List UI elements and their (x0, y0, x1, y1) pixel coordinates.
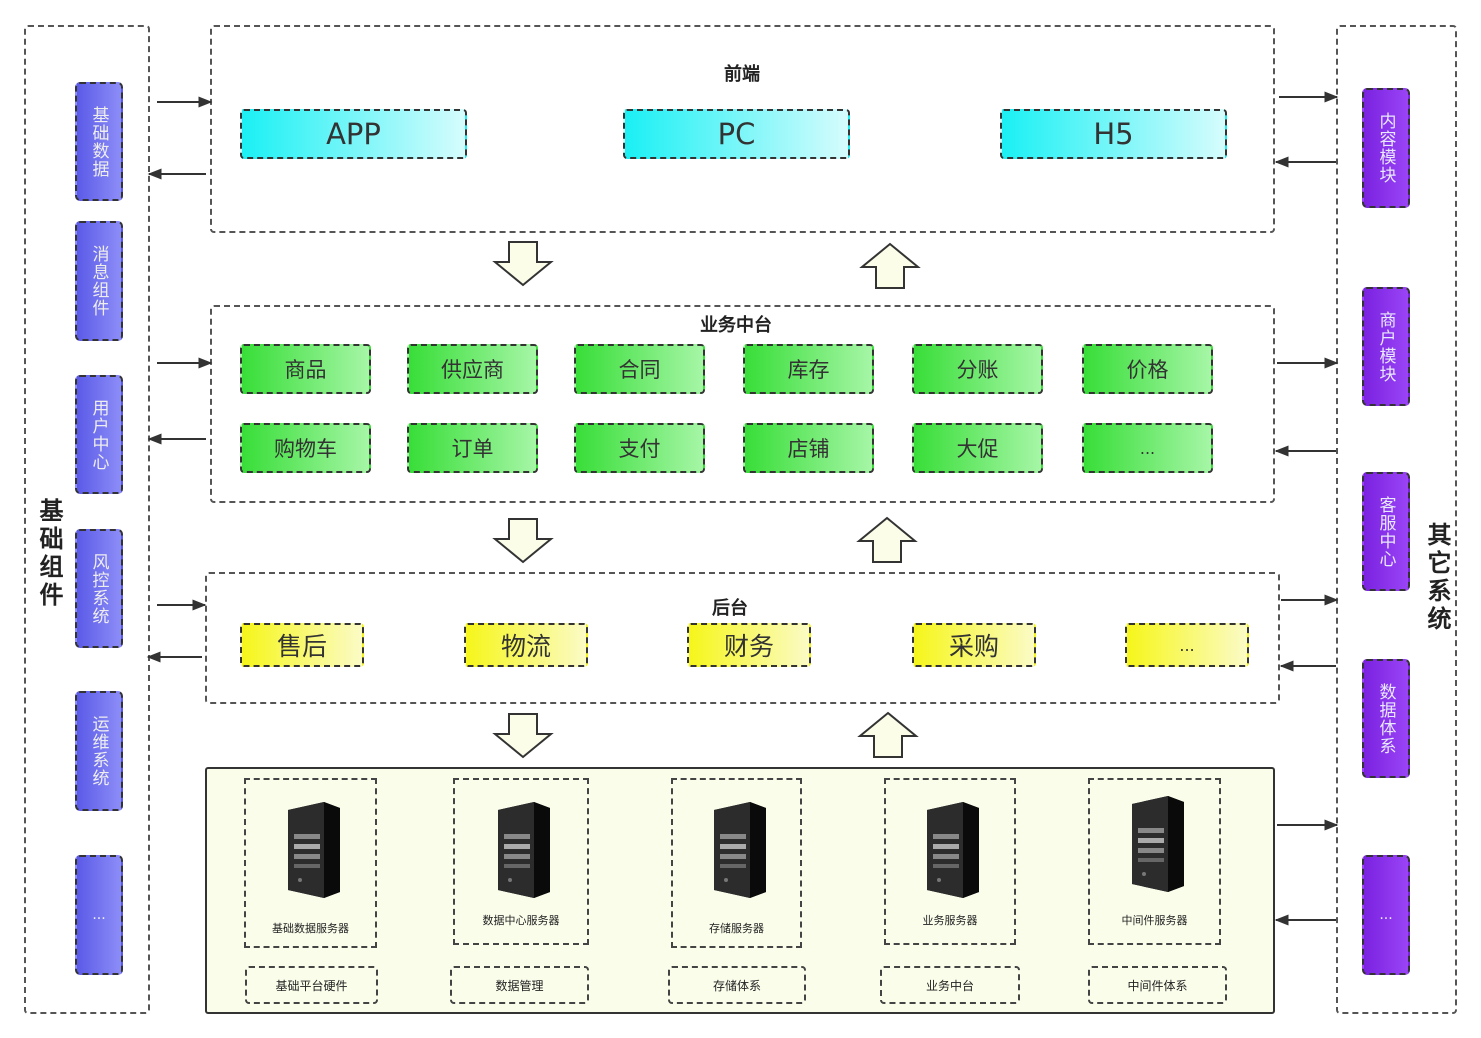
business-item[interactable]: 大促 (912, 423, 1043, 473)
server-box[interactable]: 数据中心服务器 (453, 778, 589, 945)
business-item-label: 大促 (956, 437, 999, 461)
backend-item-label: 采购 (948, 632, 999, 661)
business-item[interactable]: 支付 (574, 423, 705, 473)
left-item-message[interactable]: 消息组件 (75, 221, 123, 341)
frontend-section (210, 25, 1275, 233)
infra-layer-label: 中间件体系 (1127, 978, 1188, 993)
right-item-label: 商户模块 (1375, 310, 1396, 383)
frontend-h5-label: H5 (1093, 117, 1134, 151)
up-arrow-icon (859, 242, 921, 289)
server-label: 数据中心服务器 (482, 914, 560, 927)
left-item-risk-control[interactable]: 风控系统 (75, 529, 123, 648)
down-arrow-icon (492, 713, 554, 759)
frontend-app-label: APP (326, 117, 381, 151)
business-item[interactable]: 库存 (743, 344, 874, 394)
server-label: 中间件服务器 (1121, 914, 1188, 927)
business-item-label: 供应商 (441, 358, 504, 382)
business-item-label: 订单 (451, 437, 494, 461)
right-item-label: ... (1379, 907, 1393, 923)
business-item-label: 商品 (284, 358, 327, 382)
infra-layer-box[interactable]: 基础平台硬件 (245, 966, 378, 1004)
backend-item[interactable]: 物流 (464, 623, 588, 667)
down-arrow-icon (492, 241, 554, 287)
backend-item-label: 财务 (723, 632, 774, 661)
server-label: 业务服务器 (922, 914, 978, 927)
business-item-label: 价格 (1126, 358, 1169, 382)
left-item-label: 用户中心 (88, 398, 109, 471)
right-panel-title: 其它系统 (1423, 522, 1451, 634)
left-item-label: 基础数据 (88, 105, 109, 178)
right-item-customer-service[interactable]: 客服中心 (1362, 472, 1410, 591)
backend-item-label: ... (1179, 635, 1195, 655)
right-item-label: 数据体系 (1375, 682, 1396, 755)
backend-item[interactable]: 财务 (687, 623, 811, 667)
business-item[interactable]: ... (1082, 423, 1213, 473)
server-label: 基础数据服务器 (272, 922, 349, 935)
left-item-base-data[interactable]: 基础数据 (75, 82, 123, 201)
right-item-data-system[interactable]: 数据体系 (1362, 659, 1410, 778)
server-box[interactable]: 基础数据服务器 (244, 778, 377, 948)
left-item-label: 风控系统 (88, 552, 109, 625)
backend-item-label: 物流 (500, 632, 551, 661)
frontend-pc[interactable]: PC (623, 109, 850, 159)
left-panel-title: 基础组件 (35, 498, 63, 610)
left-item-user-center[interactable]: 用户中心 (75, 375, 123, 494)
backend-title: 后台 (712, 598, 748, 619)
infra-layer-box[interactable]: 业务中台 (880, 966, 1020, 1004)
left-item-label: ... (92, 907, 106, 923)
server-box[interactable]: 存储服务器 (671, 778, 802, 948)
business-item[interactable]: 订单 (407, 423, 538, 473)
infra-layer-box[interactable]: 存储体系 (668, 966, 806, 1004)
infra-layer-box[interactable]: 中间件体系 (1088, 966, 1227, 1004)
business-item[interactable]: 购物车 (240, 423, 371, 473)
server-box[interactable]: 业务服务器 (884, 778, 1016, 945)
right-item-content[interactable]: 内容模块 (1362, 88, 1410, 208)
business-item-label: 购物车 (274, 437, 337, 461)
business-item[interactable]: 价格 (1082, 344, 1213, 394)
frontend-title: 前端 (724, 64, 760, 85)
right-item-more[interactable]: ... (1362, 855, 1410, 975)
infra-layer-box[interactable]: 数据管理 (450, 966, 589, 1004)
business-item[interactable]: 商品 (240, 344, 371, 394)
business-section (210, 305, 1275, 503)
infra-layer-label: 基础平台硬件 (275, 978, 348, 993)
business-item-label: ... (1139, 438, 1156, 458)
server-box[interactable]: 中间件服务器 (1088, 778, 1221, 945)
left-item-ops[interactable]: 运维系统 (75, 691, 123, 811)
frontend-app[interactable]: APP (240, 109, 467, 159)
right-item-label: 内容模块 (1375, 112, 1396, 184)
business-item[interactable]: 分账 (912, 344, 1043, 394)
business-item-label: 店铺 (787, 437, 830, 461)
up-arrow-icon (856, 516, 918, 563)
business-item[interactable]: 供应商 (407, 344, 538, 394)
left-item-label: 消息组件 (88, 245, 109, 317)
right-panel (1336, 25, 1457, 1014)
backend-item[interactable]: ... (1125, 623, 1249, 667)
right-item-merchant[interactable]: 商户模块 (1362, 287, 1410, 406)
right-item-label: 客服中心 (1375, 495, 1396, 568)
business-item-label: 合同 (618, 358, 661, 382)
frontend-h5[interactable]: H5 (1000, 109, 1227, 159)
business-item[interactable]: 店铺 (743, 423, 874, 473)
backend-item[interactable]: 售后 (240, 623, 364, 667)
backend-section (205, 572, 1280, 704)
frontend-pc-label: PC (717, 117, 756, 151)
business-item[interactable]: 合同 (574, 344, 705, 394)
backend-item[interactable]: 采购 (912, 623, 1036, 667)
infra-layer-label: 业务中台 (925, 978, 974, 993)
business-item-label: 支付 (618, 437, 661, 461)
left-panel (24, 25, 150, 1014)
infra-layer-label: 数据管理 (495, 978, 544, 993)
up-arrow-icon (857, 711, 919, 758)
business-item-label: 分账 (956, 358, 999, 382)
backend-item-label: 售后 (276, 632, 327, 661)
left-item-more[interactable]: ... (75, 855, 123, 975)
server-label: 存储服务器 (709, 922, 764, 935)
business-item-label: 库存 (787, 358, 830, 382)
business-title: 业务中台 (700, 315, 772, 336)
left-item-label: 运维系统 (88, 715, 109, 787)
infra-layer-label: 存储体系 (712, 978, 761, 993)
down-arrow-icon (492, 518, 554, 564)
